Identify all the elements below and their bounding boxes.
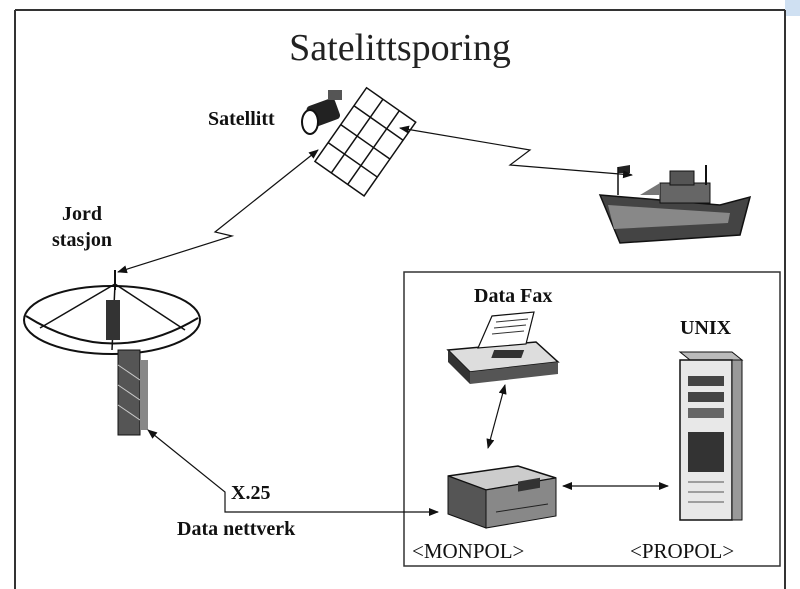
label-satellite: Satellitt	[208, 108, 275, 130]
label-monpol: <MONPOL>	[412, 539, 525, 563]
modem-box-icon	[447, 465, 557, 529]
label-ground-station-line1: Jord	[62, 203, 102, 225]
label-propol: <PROPOL>	[630, 539, 735, 563]
link-fax-modem	[486, 384, 507, 449]
link-satellite-ship	[399, 125, 633, 179]
label-ground-station-line2: stasjon	[52, 229, 113, 251]
label-unix: UNIX	[680, 317, 732, 339]
fax-machine-icon	[446, 311, 560, 384]
satellite-icon	[301, 86, 417, 197]
ship-icon	[598, 165, 752, 244]
network-box	[403, 271, 781, 567]
label-data-network: Data nettverk	[177, 518, 296, 540]
corner-accent	[785, 0, 800, 16]
diagram-title: Satelittsporing	[289, 27, 511, 69]
label-x25: X.25	[231, 482, 271, 504]
server-tower-icon	[678, 351, 744, 521]
label-data-fax: Data Fax	[474, 285, 553, 307]
link-satellite-ground	[117, 149, 319, 274]
satellite-dish-icon	[23, 270, 201, 436]
link-x25-network	[147, 429, 439, 516]
